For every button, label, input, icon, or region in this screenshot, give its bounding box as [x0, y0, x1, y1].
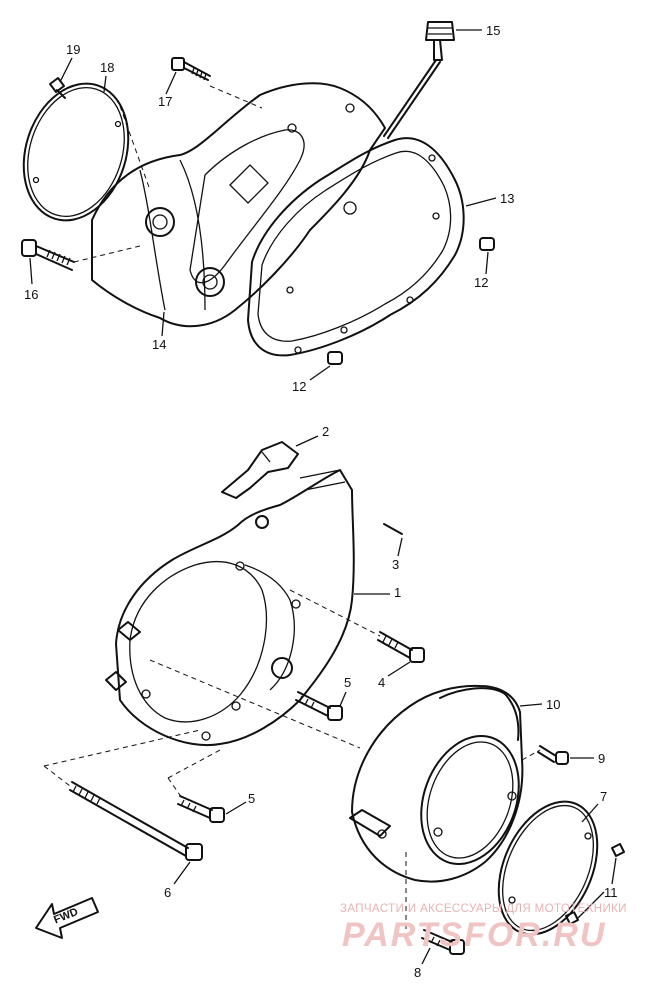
part-12-dowel-pin-b: [327, 351, 343, 365]
leader-lines-upper: [73, 85, 263, 263]
svg-text:12: 12: [474, 275, 488, 290]
part-3-pin: [383, 523, 403, 535]
callout-19: 19: [59, 42, 80, 83]
callout-10: 10: [519, 697, 560, 712]
callout-12-right: 12: [474, 251, 489, 290]
part-18-gasket-ring: [22, 82, 130, 222]
callout-15: 15: [456, 23, 500, 38]
svg-text:6: 6: [164, 885, 171, 900]
callout-1: 1: [354, 585, 401, 600]
svg-text:8: 8: [414, 965, 421, 980]
part-10-fan-shroud: [349, 684, 524, 883]
part-2-bracket: [221, 441, 299, 499]
part-7-cover-plate: [497, 800, 599, 936]
part-9-screw: [537, 745, 569, 765]
svg-text:12: 12: [292, 379, 306, 394]
callout-18: 18: [100, 60, 114, 93]
part-11-screw-b: [565, 911, 579, 925]
part-11-screw-a: [611, 843, 625, 857]
fwd-label: FWD: [52, 906, 80, 927]
callout-3: 3: [392, 537, 403, 572]
part-16-bolt: [21, 239, 75, 271]
svg-text:19: 19: [66, 42, 80, 57]
svg-text:5: 5: [344, 675, 351, 690]
svg-text:10: 10: [546, 697, 560, 712]
svg-text:11: 11: [604, 885, 618, 900]
callout-6: 6: [164, 861, 191, 900]
callout-2: 2: [295, 424, 329, 447]
svg-text:15: 15: [486, 23, 500, 38]
svg-text:14: 14: [152, 337, 166, 352]
part-19-screw: [49, 77, 66, 99]
part-12-dowel-pin-a: [479, 237, 495, 251]
svg-text:18: 18: [100, 60, 114, 75]
callout-7: 7: [581, 789, 607, 823]
callout-9: 9: [570, 751, 605, 766]
callout-4: 4: [378, 661, 411, 690]
watermark-tagline: ЗАПЧАСТИ И АКСЕССУАРЫ ДЛЯ МОТОТЕХНИКИ: [340, 903, 627, 915]
svg-text:7: 7: [600, 789, 607, 804]
fwd-arrow-icon: FWD: [35, 897, 99, 939]
watermark: ЗАПЧАСТИ И АКСЕССУАРЫ ДЛЯ МОТОТЕХНИКИ PA…: [340, 903, 627, 954]
svg-text:9: 9: [598, 751, 605, 766]
callout-5-upper: 5: [339, 675, 351, 707]
callout-16: 16: [24, 257, 38, 302]
svg-text:4: 4: [378, 675, 385, 690]
callout-17: 17: [158, 71, 177, 109]
svg-text:2: 2: [322, 424, 329, 439]
part-6-long-bolt: [69, 781, 203, 861]
svg-text:13: 13: [500, 191, 514, 206]
part-5-bolt-b: [177, 795, 225, 823]
callout-12-bottom: 12: [292, 365, 331, 394]
svg-text:5: 5: [248, 791, 255, 806]
callout-8: 8: [414, 947, 431, 980]
callout-11: 11: [577, 857, 618, 919]
svg-text:3: 3: [392, 557, 399, 572]
callout-13: 13: [465, 191, 514, 207]
part-15-dipstick: [383, 21, 455, 139]
part-5-bolt-a: [295, 691, 343, 721]
part-8-bolt: [421, 929, 465, 955]
part-13-cover-gasket: [247, 137, 465, 357]
watermark-logo: PARTSFOR.RU: [342, 916, 606, 954]
part-14-crankcase-cover: [91, 82, 386, 328]
svg-text:1: 1: [394, 585, 401, 600]
callout-14: 14: [152, 311, 166, 352]
part-4-bolt: [377, 631, 425, 663]
svg-text:16: 16: [24, 287, 38, 302]
leader-lines-lower: [43, 589, 541, 930]
part-17-bolt: [171, 57, 211, 81]
callout-5-lower: 5: [225, 791, 255, 815]
part-1-generator-cover: [105, 469, 355, 747]
svg-text:17: 17: [158, 94, 172, 109]
